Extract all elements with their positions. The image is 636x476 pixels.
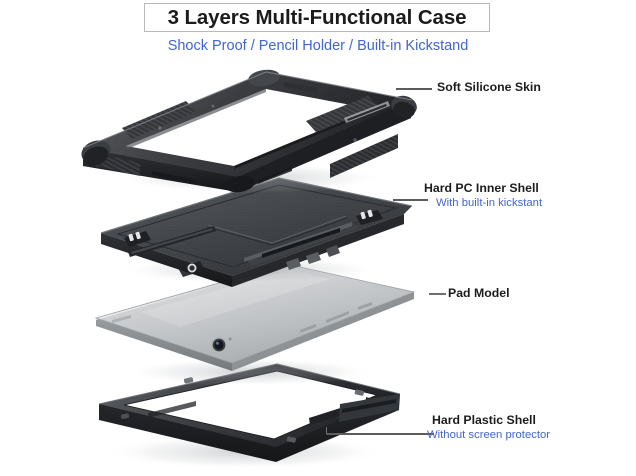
leader-line-hard-pc-inner-shell: [393, 199, 428, 201]
callout-label-soft-silicone-skin: Soft Silicone Skin: [437, 80, 541, 94]
callout-label-pad-model: Pad Model: [448, 286, 510, 300]
page-title: 3 Layers Multi-Functional Case: [167, 5, 467, 29]
leader-line-pad-model: [429, 293, 446, 295]
title-box: 3 Layers Multi-Functional Case: [144, 3, 490, 32]
callout-pad-model: Pad Model: [448, 286, 510, 301]
layer-hard-plastic-shell: [98, 363, 401, 469]
leader-line-hard-plastic-shell: [326, 433, 434, 435]
layer-soft-silicone-skin: [81, 69, 417, 193]
callout-soft-silicone-skin: Soft Silicone Skin: [437, 80, 541, 95]
layer-pad-model: [94, 263, 416, 386]
callout-label-hard-plastic-shell: Hard Plastic Shell: [432, 413, 536, 427]
callout-hard-plastic-shell: Hard Plastic Shell Without screen protec…: [427, 413, 550, 442]
leader-line-soft-silicone-skin: [396, 88, 432, 90]
leader-tick-hard-plastic-shell: [326, 427, 327, 434]
callout-label-hard-pc-inner-shell: Hard PC Inner Shell: [424, 181, 539, 195]
callout-sublabel-hard-plastic-shell: Without screen protector: [427, 429, 551, 441]
callout-sublabel-hard-pc-inner-shell: With built-in kickstant: [436, 197, 543, 209]
page-subtitle: Shock Proof / Pencil Holder / Built-in K…: [167, 38, 469, 54]
callout-hard-pc-inner-shell: Hard PC Inner Shell With built-in kickst…: [424, 181, 542, 210]
layer-hard-pc-inner-shell: [100, 177, 413, 287]
